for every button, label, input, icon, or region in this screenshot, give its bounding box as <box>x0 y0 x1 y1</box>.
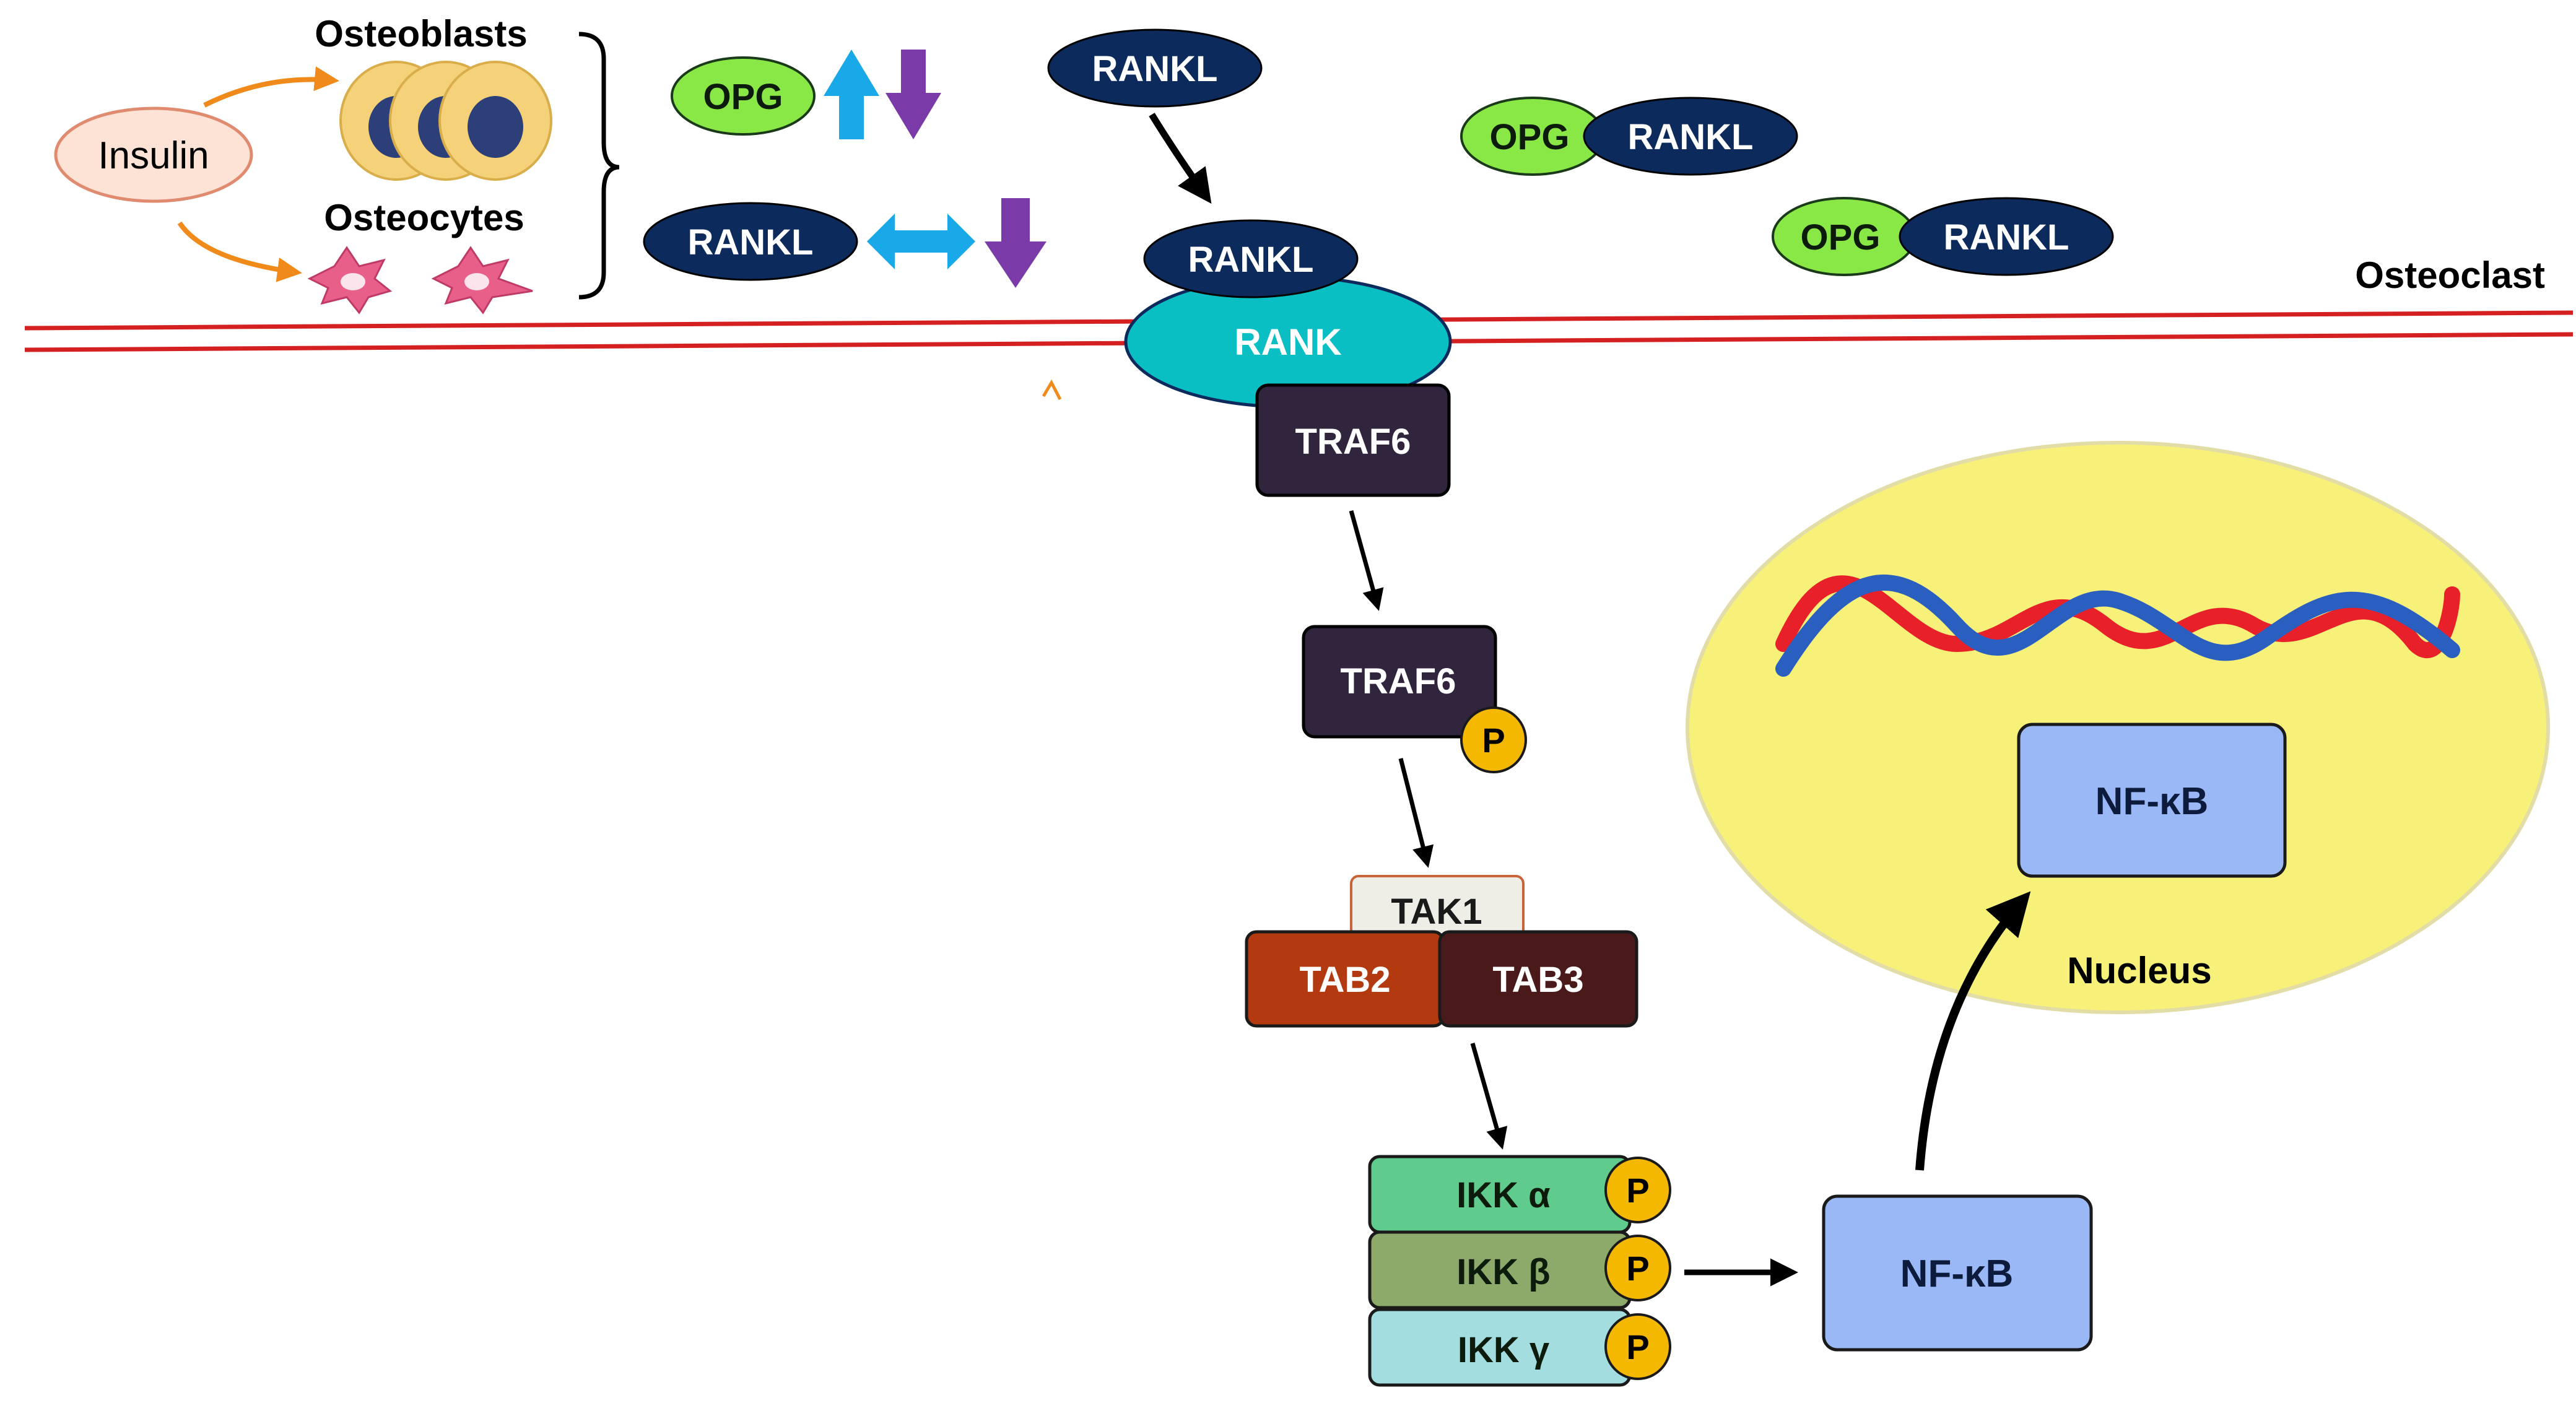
rank-label: RANK <box>1234 321 1341 363</box>
osteoblast-nucleus <box>468 96 523 158</box>
traf6-label: TRAF6 <box>1295 422 1411 462</box>
dna-helix <box>1775 574 2460 677</box>
osteoblast-cells <box>339 61 552 181</box>
nfkb-cytoplasm-label: NF-κB <box>1900 1253 2014 1295</box>
traf6-phospho-label: TRAF6 <box>1341 661 1456 702</box>
traf6-box <box>1255 383 1451 497</box>
opg-label: OPG <box>1801 217 1881 258</box>
opg-up-arrow <box>824 50 879 139</box>
ikk-alpha-phosphate-label: P <box>1626 1171 1649 1210</box>
opg-down-arrow <box>886 50 941 139</box>
rankl-ellipse <box>1899 197 2114 276</box>
ikk-alpha-phosphate-circle <box>1604 1157 1671 1223</box>
opg-label-top: OPG <box>703 77 783 117</box>
insulin-label: Insulin <box>98 134 209 177</box>
ikk-gamma-label: IKK γ <box>1458 1330 1550 1370</box>
ikk-gamma-phosphate-label: P <box>1626 1327 1649 1366</box>
tab2-label: TAB2 <box>1299 960 1390 1000</box>
ikk-beta-phosphate-label: P <box>1626 1249 1649 1288</box>
tak1-to-ikk-arrow <box>1470 1043 1508 1150</box>
insulin-ellipse <box>54 106 253 203</box>
insulin-to-osteocytes-arrow <box>177 221 302 282</box>
rankl-ellipse-free <box>1047 28 1263 108</box>
osteocytes-label: Osteocytes <box>324 197 524 238</box>
traf6-to-traf6p-arrow <box>1349 510 1384 611</box>
dna-strand-red <box>1775 575 2460 658</box>
tab3-box <box>1438 930 1638 1028</box>
rankl-label: RANKL <box>1628 117 1754 157</box>
rankl-label: RANKL <box>1944 217 2069 258</box>
osteocyte-cells <box>307 246 533 315</box>
osteoclast-label: Osteoclast <box>2355 254 2545 296</box>
nfkb-translocation-arrow <box>1915 891 2031 1171</box>
stray-mark <box>1042 379 1062 401</box>
rankl-down-arrow <box>985 198 1046 288</box>
nfkb-nuclear-box <box>2017 723 2287 878</box>
insulin-to-osteoblasts-arrow <box>203 66 339 108</box>
nfkb-nuclear-label: NF-κB <box>2095 780 2209 823</box>
opg-rankl-complex-1: OPG RANKL <box>1460 97 1798 176</box>
osteoblasts-label: Osteoblasts <box>315 13 527 54</box>
rankl-ellipse-bound <box>1143 219 1359 298</box>
rankl-binding-arrow <box>1149 113 1212 204</box>
rankl-label-left: RANKL <box>688 222 814 263</box>
rankl-bidirectional-arrow <box>867 214 975 269</box>
rankl-label-bound: RANKL <box>1188 240 1314 280</box>
opg-label: OPG <box>1490 117 1570 157</box>
ikk-alpha-label: IKK α <box>1456 1175 1551 1215</box>
dna-strand-blue <box>1775 574 2460 677</box>
rankl-ellipse <box>1583 97 1798 176</box>
osteocyte-cell <box>307 246 393 315</box>
nucleus-label: Nucleus <box>2067 950 2211 991</box>
traf6-phosphate-label: P <box>1482 721 1505 760</box>
opg-ellipse-top <box>671 56 816 136</box>
tab3-label: TAB3 <box>1492 960 1583 1000</box>
tak1-label: TAK1 <box>1391 892 1482 932</box>
nfkb-cytoplasm-box <box>1822 1194 2093 1352</box>
rankl-ellipse-left <box>643 202 858 281</box>
traf6-phospho-box <box>1302 625 1497 739</box>
rankl-label-free: RANKL <box>1092 49 1218 89</box>
grouping-bracket <box>578 32 620 300</box>
traf6-phosphate-circle <box>1460 706 1527 773</box>
traf6p-to-tak1-arrow <box>1398 758 1434 868</box>
osteocyte-cell <box>431 246 533 315</box>
ikk-beta-label: IKK β <box>1456 1252 1550 1292</box>
ikk-beta-phosphate-circle <box>1604 1235 1671 1301</box>
ikk-gamma-phosphate-circle <box>1604 1313 1671 1380</box>
opg-rankl-complex-2: OPG RANKL <box>1772 197 2114 276</box>
